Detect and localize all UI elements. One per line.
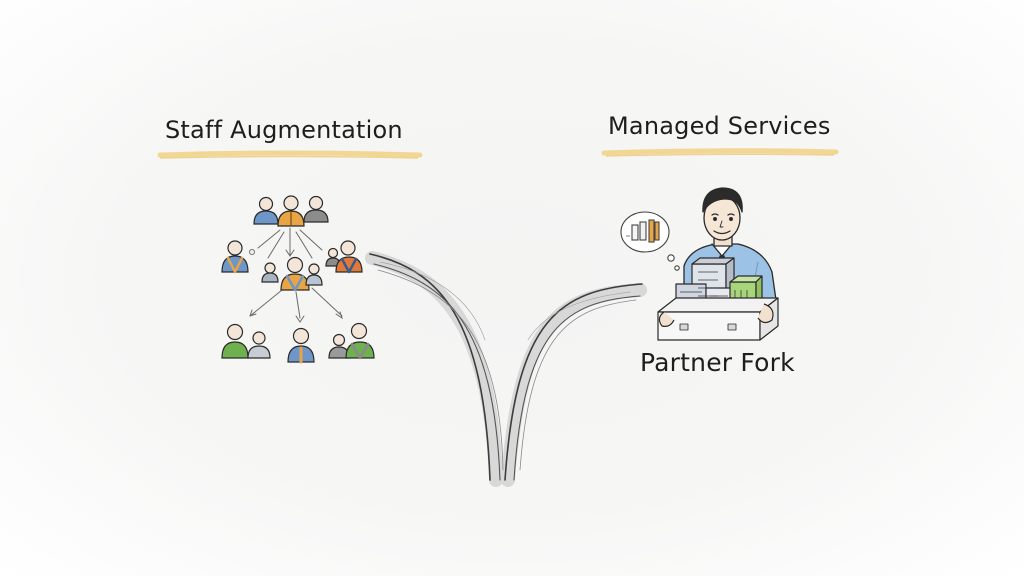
network-arrows <box>249 227 343 323</box>
thought-bubble-icon <box>620 211 680 271</box>
person-avatar <box>247 331 271 359</box>
person-avatar <box>253 196 279 225</box>
person-avatar <box>287 327 315 364</box>
staff-augmentation-label: Staff Augmentation <box>165 116 403 144</box>
partner-fork-label: Partner Fork <box>640 348 795 377</box>
person-avatar <box>277 195 305 227</box>
network-node-dot <box>248 248 256 256</box>
highlight-underlines <box>157 148 839 159</box>
person-avatar <box>303 195 329 223</box>
person-avatar <box>261 262 279 283</box>
managed-services-label: Managed Services <box>608 112 831 140</box>
building-box-icon <box>657 257 779 341</box>
person-avatar <box>280 256 310 292</box>
person-avatar <box>221 323 249 359</box>
person-avatar <box>335 240 363 274</box>
person-avatar <box>345 322 375 360</box>
person-avatar <box>325 247 341 267</box>
person-avatar <box>305 263 323 286</box>
team-network-icon <box>221 195 375 364</box>
forked-road-icon <box>365 251 647 487</box>
person-avatar <box>221 240 249 274</box>
